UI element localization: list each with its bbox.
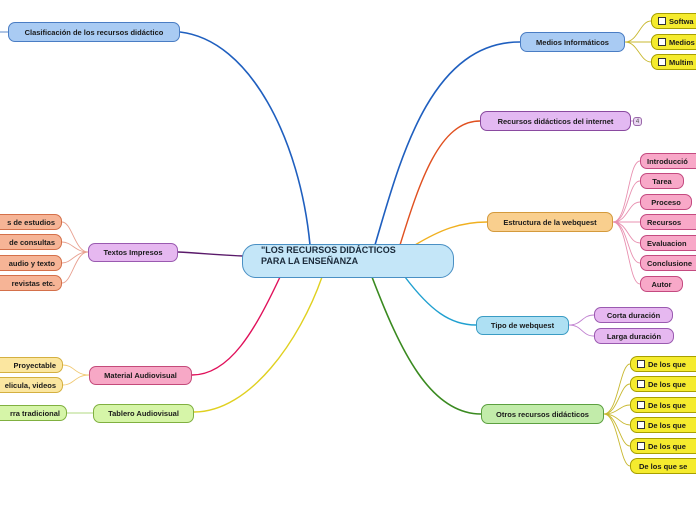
subtopic-textos-1[interactable]: s de estudios [0,214,62,230]
checkbox-icon[interactable] [637,421,645,429]
subtopic-textos-4[interactable]: revistas etc. [0,275,62,291]
subtopic-otros-4-label: De los que [648,420,686,430]
subtopic-tipo-2-label: Larga duración [606,331,662,341]
subtopic-webquest-5-label: Evaluacion [647,238,687,248]
subtopic-otros-1[interactable]: De los que [630,356,696,372]
topic-textos-impresos[interactable]: Textos Impresos [88,243,178,262]
subtopic-otros-3[interactable]: De los que [630,397,696,413]
subtopic-tipo-1-label: Corta duración [606,310,661,320]
topic-otros-recursos[interactable]: Otros recursos didácticos [481,404,604,424]
subtopic-medios-3[interactable]: Multim [651,54,696,70]
topic-recursos-internet-label: Recursos didácticos del internet [497,116,614,126]
subtopic-otros-3-label: De los que [648,400,686,410]
subtopic-medios-1-label: Softwa [669,16,694,26]
topic-tablero-audiovisual-label: Tablero Audiovisual [108,409,179,418]
topic-material-audiovisual-label: Material Audiovisual [104,371,177,380]
webquest-sublinks [612,160,641,285]
textos-sublinks [61,221,89,284]
subtopic-otros-2[interactable]: De los que [630,376,696,392]
subtopic-material-2[interactable]: elicula, videos [0,377,63,393]
topic-tipo-webquest-label: Tipo de webquest [490,321,555,330]
central-topic-line2: PARA LA ENSEÑANZA [261,256,359,266]
subtopic-webquest-5[interactable]: Evaluacion [640,235,696,251]
link-textos [177,251,244,257]
subtopic-webquest-7[interactable]: Autor [640,276,683,292]
subtopic-otros-2-label: De los que [648,379,686,389]
subtopic-tablero-1-label: rra tradicional [9,408,60,418]
link-internet [399,120,481,246]
subtopic-webquest-4[interactable]: Recursos [640,214,696,230]
subtopic-material-1[interactable]: Proyectable [0,357,63,373]
checkbox-icon[interactable] [637,360,645,368]
subtopic-webquest-3[interactable]: Proceso [640,194,692,210]
topic-estructura-webquest[interactable]: Estructura de la webquest [487,212,613,232]
topic-medios-informaticos[interactable]: Medios Informáticos [520,32,625,52]
checkbox-icon[interactable] [637,380,645,388]
medios-sublinks [624,20,652,63]
checkbox-icon[interactable] [658,38,666,46]
subtopic-textos-2-label: de consultas [9,237,55,247]
subtopic-material-1-label: Proyectable [13,360,56,370]
subtopic-otros-5-label: De los que [648,441,686,451]
subtopic-otros-5[interactable]: De los que [630,438,696,454]
link-medios [374,41,521,246]
subtopic-otros-6[interactable]: De los que se [630,458,696,474]
subtopic-webquest-6[interactable]: Conclusione [640,255,696,271]
central-topic-line1: "LOS RECURSOS DIDÁCTICOS [261,245,396,255]
subtopic-textos-1-label: s de estudios [7,217,55,227]
checkbox-icon[interactable] [658,17,666,25]
subtopic-webquest-7-label: Autor [651,279,672,289]
subtopic-medios-2-label: Medios [669,37,695,47]
subtopic-tipo-1[interactable]: Corta duración [594,307,673,323]
link-material [191,276,281,376]
subtopic-webquest-3-label: Proceso [651,197,681,207]
subtopic-otros-1-label: De los que [648,359,686,369]
topic-textos-impresos-label: Textos Impresos [103,248,163,257]
subtopic-textos-2[interactable]: de consultas [0,234,62,250]
checkbox-icon[interactable] [637,442,645,450]
topic-material-audiovisual[interactable]: Material Audiovisual [89,366,192,385]
subtopic-webquest-2[interactable]: Tarea [640,173,684,189]
topic-tablero-audiovisual[interactable]: Tablero Audiovisual [93,404,194,423]
topic-clasificacion[interactable]: Clasificación de los recursos didáctico [8,22,180,42]
topic-recursos-internet[interactable]: Recursos didácticos del internet [480,111,631,131]
tipo-sublinks [568,314,595,337]
subtopic-webquest-6-label: Conclusione [647,258,693,268]
subtopic-tipo-2[interactable]: Larga duración [594,328,674,344]
subtopic-webquest-1[interactable]: Introducció [640,153,696,169]
subtopic-textos-3-label: audio y texto [8,258,55,268]
topic-tipo-webquest[interactable]: Tipo de webquest [476,316,569,335]
collapsed-count-label: 4 [635,118,640,125]
material-sublinks [62,364,90,386]
link-webquest [414,221,488,246]
subtopic-textos-3[interactable]: audio y texto [0,255,62,271]
link-tipo [404,276,477,326]
subtopic-webquest-2-label: Tarea [652,176,672,186]
subtopic-medios-2[interactable]: Medios [651,34,696,50]
otros-sublinks [603,363,631,467]
subtopic-tablero-1[interactable]: rra tradicional [0,405,67,421]
topic-otros-recursos-label: Otros recursos didácticos [496,409,589,419]
collapsed-count-badge[interactable]: 4 [633,117,642,126]
subtopic-otros-4[interactable]: De los que [630,417,696,433]
central-topic[interactable]: "LOS RECURSOS DIDÁCTICOS PARA LA ENSEÑAN… [242,244,454,278]
subtopic-medios-3-label: Multim [669,57,694,67]
link-otros [371,276,482,415]
subtopic-medios-1[interactable]: Softwa [651,13,696,29]
topic-estructura-webquest-label: Estructura de la webquest [503,217,597,227]
subtopic-webquest-1-label: Introducció [647,156,688,166]
subtopic-material-2-label: elicula, videos [4,380,56,390]
link-clasificacion [179,31,311,246]
subtopic-otros-6-label: De los que se [639,461,688,471]
link-tablero [193,276,323,413]
subtopic-textos-4-label: revistas etc. [11,278,55,288]
subtopic-webquest-4-label: Recursos [647,217,682,227]
checkbox-icon[interactable] [637,401,645,409]
checkbox-icon[interactable] [658,58,666,66]
topic-clasificacion-label: Clasificación de los recursos didáctico [24,27,164,37]
topic-medios-informaticos-label: Medios Informáticos [536,37,609,47]
